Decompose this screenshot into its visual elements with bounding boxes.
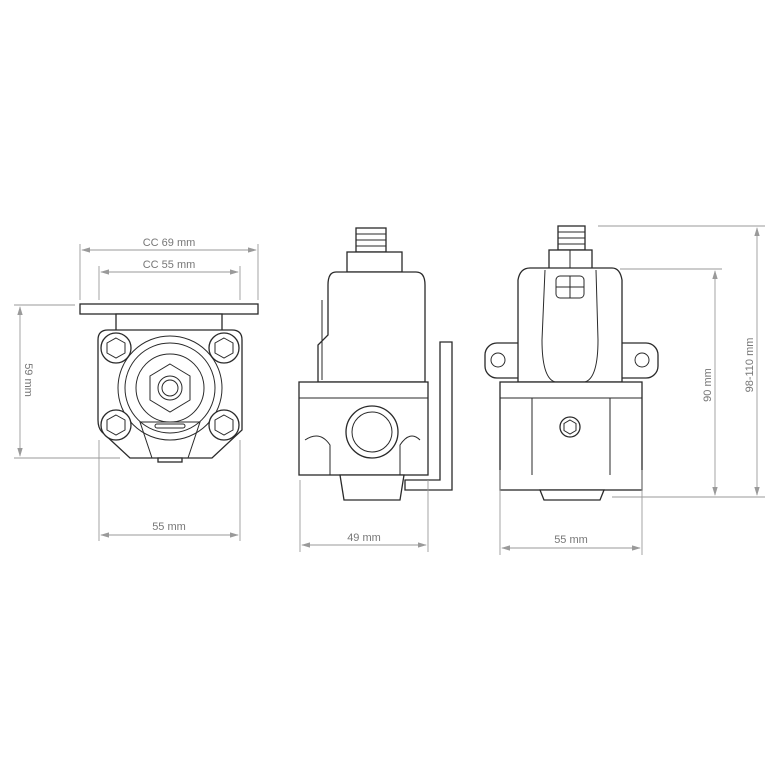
dim-cc-69-label: CC 69 mm	[143, 237, 196, 249]
hex-key	[404, 341, 453, 491]
bolt-icon	[100, 332, 240, 441]
dim-cc-55-label: CC 55 mm	[143, 259, 196, 271]
dim-55-front-label: 55 mm	[152, 521, 186, 533]
rear-view: 90 mm 98-110 mm 55 mm	[484, 225, 765, 555]
front-view: CC 69 mm CC 55 mm 59 mm 55 mm	[14, 237, 259, 541]
dim-98-110-label: 98-110 mm	[744, 338, 756, 393]
dim-59-label: 59 mm	[22, 363, 34, 397]
dim-90-label: 90 mm	[702, 368, 714, 402]
dim-49-label: 49 mm	[347, 532, 381, 544]
dim-55-rear-label: 55 mm	[554, 534, 588, 546]
side-view: 49 mm	[298, 227, 453, 552]
